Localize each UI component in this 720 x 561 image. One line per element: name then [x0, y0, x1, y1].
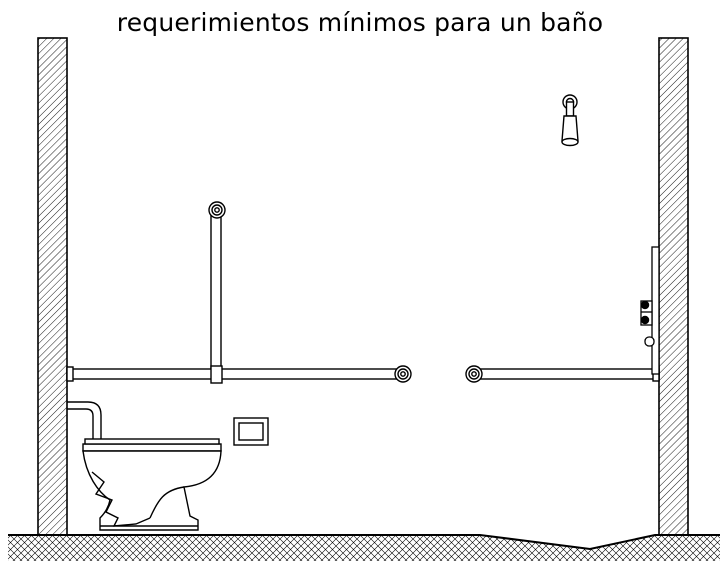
wall-plate — [651, 246, 660, 375]
diagram-title: requerimientos mínimos para un baño — [116, 8, 604, 37]
shower-head — [561, 94, 579, 147]
grab-bar-horizontal-right — [465, 365, 660, 383]
grab-bar-horizontal-left — [66, 365, 412, 384]
grab-bar-vertical — [208, 201, 226, 375]
faucet-valves — [640, 300, 655, 347]
right-wall — [658, 37, 689, 536]
left-wall — [37, 37, 68, 536]
flush-valve — [233, 417, 269, 446]
toilet — [67, 401, 222, 531]
floor — [8, 534, 720, 561]
